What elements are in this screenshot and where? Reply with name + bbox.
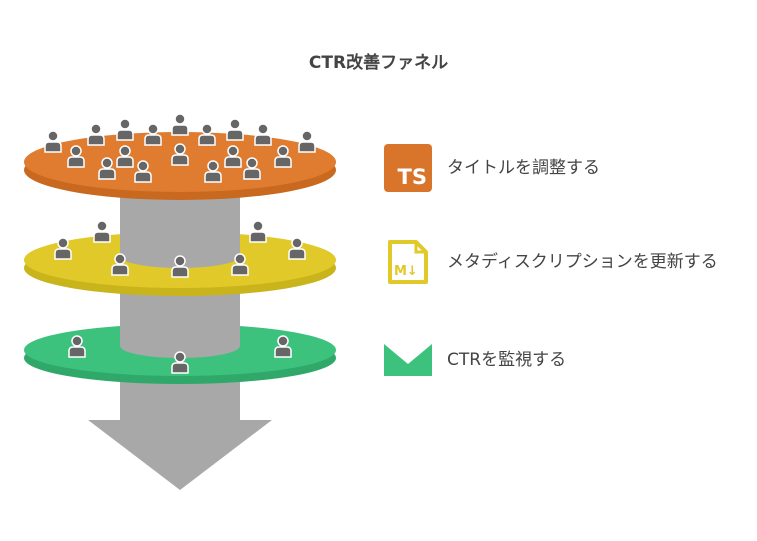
diagram-title: CTR改善ファネル [308,53,449,73]
funnel-arrow [88,395,272,490]
step-label: タイトルを調整する [447,157,600,178]
step-label: CTRを監視する [447,349,567,370]
svg-text:M↓: M↓ [394,264,418,279]
step-update-meta: M↓ メタディスクリプションを更新する [384,238,737,286]
green-disc [24,298,336,384]
step-monitor-ctr: CTRを監視する [384,336,737,384]
markdown-icon: M↓ [384,238,432,286]
email-icon [384,336,432,384]
yellow-disc [24,190,336,296]
step-adjust-title: TS タイトルを調整する [384,144,737,192]
typescript-icon: TS [384,144,432,192]
step-label: メタディスクリプションを更新する [447,251,718,272]
